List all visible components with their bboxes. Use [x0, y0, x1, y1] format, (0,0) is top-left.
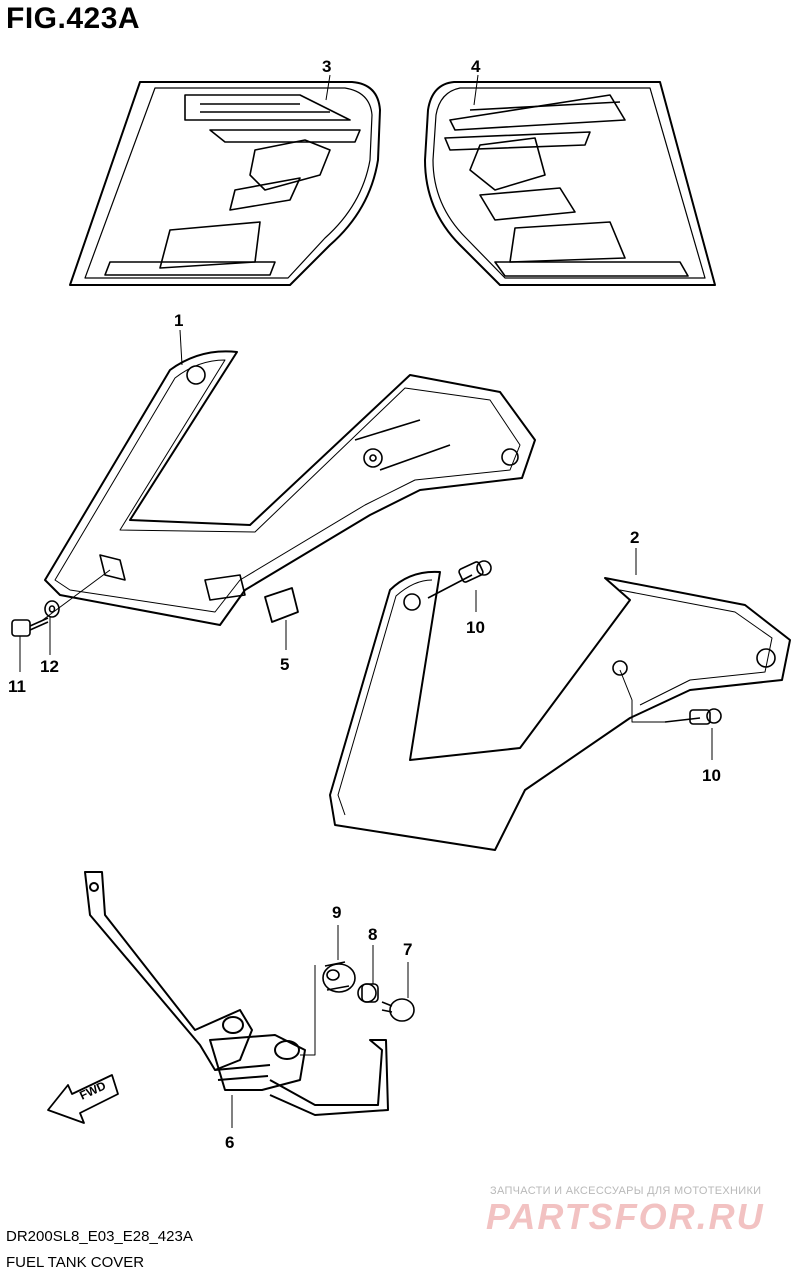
fuel-tank-cover-left-part[interactable]	[44, 350, 536, 626]
callout-11: 11	[8, 677, 26, 696]
callout-2: 2	[630, 528, 639, 547]
watermark-brand: PARTSFOR.RU	[486, 1196, 765, 1237]
callout-7: 7	[403, 940, 412, 959]
callout-4: 4	[471, 57, 481, 76]
bolt-upper-part[interactable]	[427, 560, 492, 599]
callout-9: 9	[332, 903, 341, 922]
callout-3: 3	[322, 57, 331, 76]
bracket-part[interactable]	[84, 871, 389, 1116]
bolt-small-part[interactable]	[381, 998, 415, 1022]
callout-8: 8	[368, 925, 377, 944]
fuel-tank-cover-right-part[interactable]	[329, 570, 791, 851]
decal-left-part[interactable]	[69, 81, 381, 286]
leader-lines	[19, 74, 713, 1128]
watermark-subtitle: ЗАПЧАСТИ И АКСЕССУАРЫ ДЛЯ МОТОТЕХНИКИ	[490, 1185, 762, 1197]
decal-right-part[interactable]	[424, 81, 716, 286]
callout-1: 1	[174, 311, 183, 330]
fwd-arrow-icon: FWD	[47, 1074, 119, 1124]
callout-6: 6	[225, 1133, 234, 1152]
washer-part[interactable]	[44, 600, 60, 618]
figure-title: FIG.423A	[6, 2, 141, 35]
bolt-left-part[interactable]	[11, 617, 49, 637]
callout-10-upper: 10	[466, 618, 485, 637]
cushion-pad-part[interactable]	[264, 587, 299, 623]
diagram-code: DR200SL8_E03_E28_423A	[6, 1228, 193, 1245]
callout-5: 5	[280, 655, 289, 674]
callout-12: 12	[40, 657, 59, 676]
callout-10-lower: 10	[702, 766, 721, 785]
collar-part[interactable]	[357, 983, 379, 1003]
diagram-caption: FUEL TANK COVER	[6, 1254, 145, 1271]
bolt-lower-part[interactable]	[664, 708, 722, 725]
grommet-part[interactable]	[322, 961, 356, 993]
